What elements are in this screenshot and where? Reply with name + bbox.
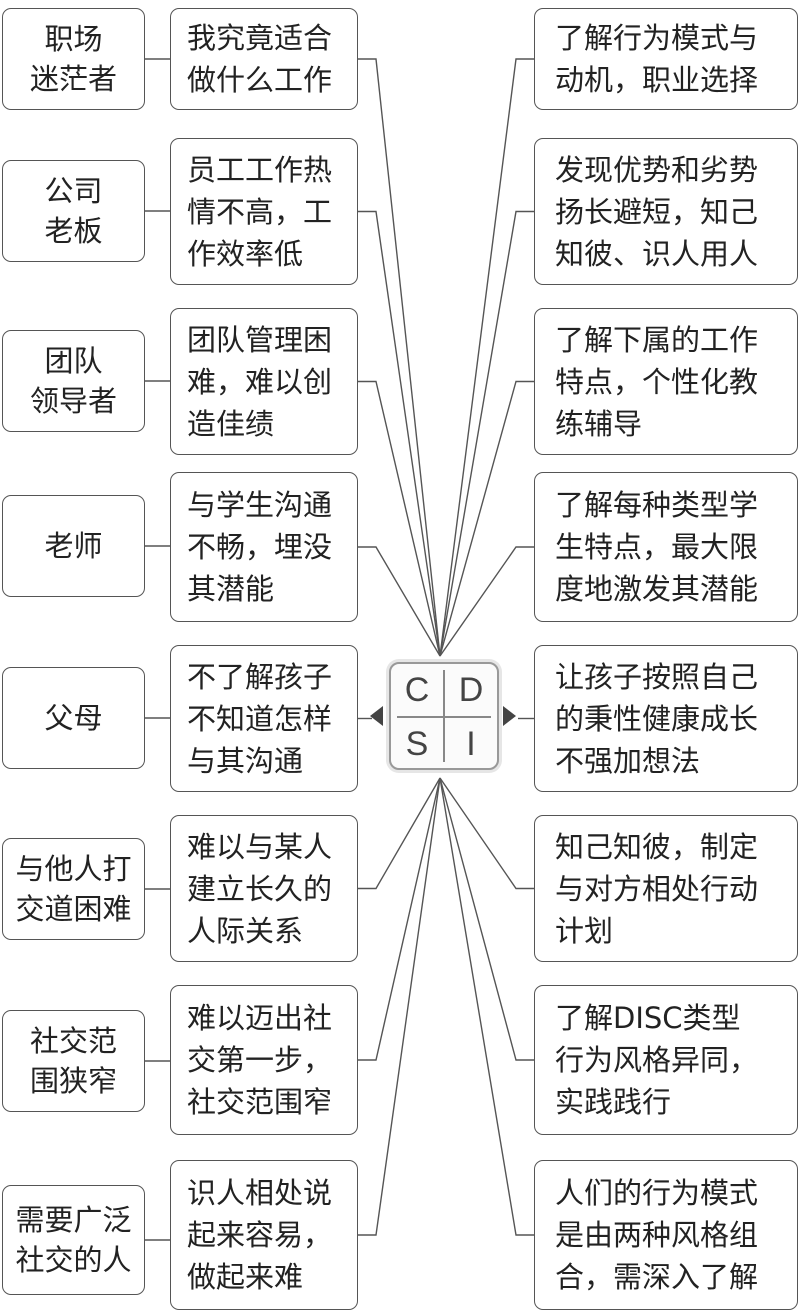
solution-box-text: 了解下属的工作 特点，个性化教 练辅导 [555, 322, 759, 441]
problem-box-text: 不了解孩子 不知道怎样 与其沟通 [187, 659, 333, 778]
problem-box-text: 识人相处说 起来容易， 做起来难 [187, 1176, 333, 1294]
problem-connector [358, 777, 441, 890]
solution-box: 了解行为模式与 动机，职业选择 [534, 8, 798, 110]
problem-box: 员工工作热 情不高，工 作效率低 [170, 138, 358, 285]
problem-box: 与学生沟通 不畅，埋没 其潜能 [170, 472, 358, 622]
problem-box: 团队管理困 难，难以创 造佳绩 [170, 308, 358, 455]
audience-box: 公司 老板 [2, 160, 145, 262]
problem-connector [358, 546, 441, 657]
audience-box: 需要广泛 社交的人 [2, 1185, 145, 1295]
solution-box-text: 了解DISC类型 行为风格异同， 实践践行 [555, 1001, 759, 1119]
solution-connector [439, 777, 534, 890]
audience-box: 老师 [2, 495, 145, 597]
audience-box: 父母 [2, 667, 145, 769]
left-arrow-icon [370, 706, 383, 726]
audience-box-text: 公司 老板 [44, 174, 103, 248]
audience-box-text: 老师 [44, 529, 103, 563]
solution-connector [439, 210, 534, 657]
problem-box-text: 难以迈出社 交第一步， 社交范围窄 [187, 1001, 333, 1119]
solution-connector [439, 546, 534, 657]
problem-box-text: 团队管理困 难，难以创 造佳绩 [187, 322, 333, 441]
problem-connector [358, 777, 441, 1061]
problem-box: 我究竟适合 做什么工作 [170, 8, 358, 110]
problem-box: 难以迈出社 交第一步， 社交范围窄 [170, 985, 358, 1135]
audience-box-text: 社交范 围狭窄 [29, 1024, 117, 1098]
disc-center-tile: C D S I [383, 656, 505, 776]
solution-box: 了解每种类型学 生特点，最大限 度地激发其潜能 [534, 472, 798, 622]
audience-box: 职场 迷茫者 [2, 8, 145, 110]
solution-box: 知己知彼，制定 与对方相处行动 计划 [534, 815, 798, 962]
problem-connector [358, 777, 441, 1236]
audience-box-text: 职场 迷茫者 [29, 22, 117, 96]
solution-box-text: 了解每种类型学 生特点，最大限 度地激发其潜能 [555, 488, 759, 606]
solution-box-text: 知己知彼，制定 与对方相处行动 计划 [555, 829, 759, 948]
problem-connector [358, 210, 441, 657]
solution-box-text: 发现优势和劣势 扬长避短，知己 知彼、识人用人 [555, 152, 759, 271]
right-arrow-icon [503, 706, 516, 726]
solution-connector [439, 777, 534, 1236]
solution-box: 了解下属的工作 特点，个性化教 练辅导 [534, 308, 798, 455]
problem-box-text: 难以与某人 建立长久的 人际关系 [187, 829, 333, 948]
problem-box-text: 与学生沟通 不畅，埋没 其潜能 [187, 488, 333, 606]
solution-box-text: 人们的行为模式 是由两种风格组 合，需深入了解 [555, 1176, 759, 1294]
solution-connector [439, 58, 534, 657]
problem-box: 不了解孩子 不知道怎样 与其沟通 [170, 645, 358, 792]
solution-box: 发现优势和劣势 扬长避短，知己 知彼、识人用人 [534, 138, 798, 285]
solution-box: 了解DISC类型 行为风格异同， 实践践行 [534, 985, 798, 1135]
audience-box-text: 父母 [44, 701, 103, 735]
disc-i-label: I [466, 725, 476, 763]
disc-d-label: D [458, 671, 484, 709]
problem-box-text: 我究竟适合 做什么工作 [187, 21, 333, 97]
audience-box-text: 团队 领导者 [29, 344, 117, 418]
audience-box: 团队 领导者 [2, 330, 145, 432]
solution-box: 让孩子按照自己 的秉性健康成长 不强加想法 [534, 645, 798, 792]
solution-box-text: 让孩子按照自己 的秉性健康成长 不强加想法 [555, 659, 759, 778]
solution-box-text: 了解行为模式与 动机，职业选择 [555, 21, 759, 97]
solution-box: 人们的行为模式 是由两种风格组 合，需深入了解 [534, 1160, 798, 1310]
problem-connector [358, 380, 441, 657]
solution-connector [439, 380, 534, 657]
audience-box-text: 与他人打 交道困难 [15, 852, 132, 926]
problem-box-text: 员工工作热 情不高，工 作效率低 [187, 152, 333, 271]
problem-box: 识人相处说 起来容易， 做起来难 [170, 1160, 358, 1310]
problem-box: 难以与某人 建立长久的 人际关系 [170, 815, 358, 962]
problem-connector [358, 58, 441, 657]
disc-s-label: S [405, 725, 429, 763]
solution-connector [439, 777, 534, 1061]
disc-c-label: C [404, 671, 430, 709]
audience-box: 与他人打 交道困难 [2, 838, 145, 940]
audience-box-text: 需要广泛 社交的人 [15, 1203, 132, 1277]
audience-box: 社交范 围狭窄 [2, 1010, 145, 1112]
